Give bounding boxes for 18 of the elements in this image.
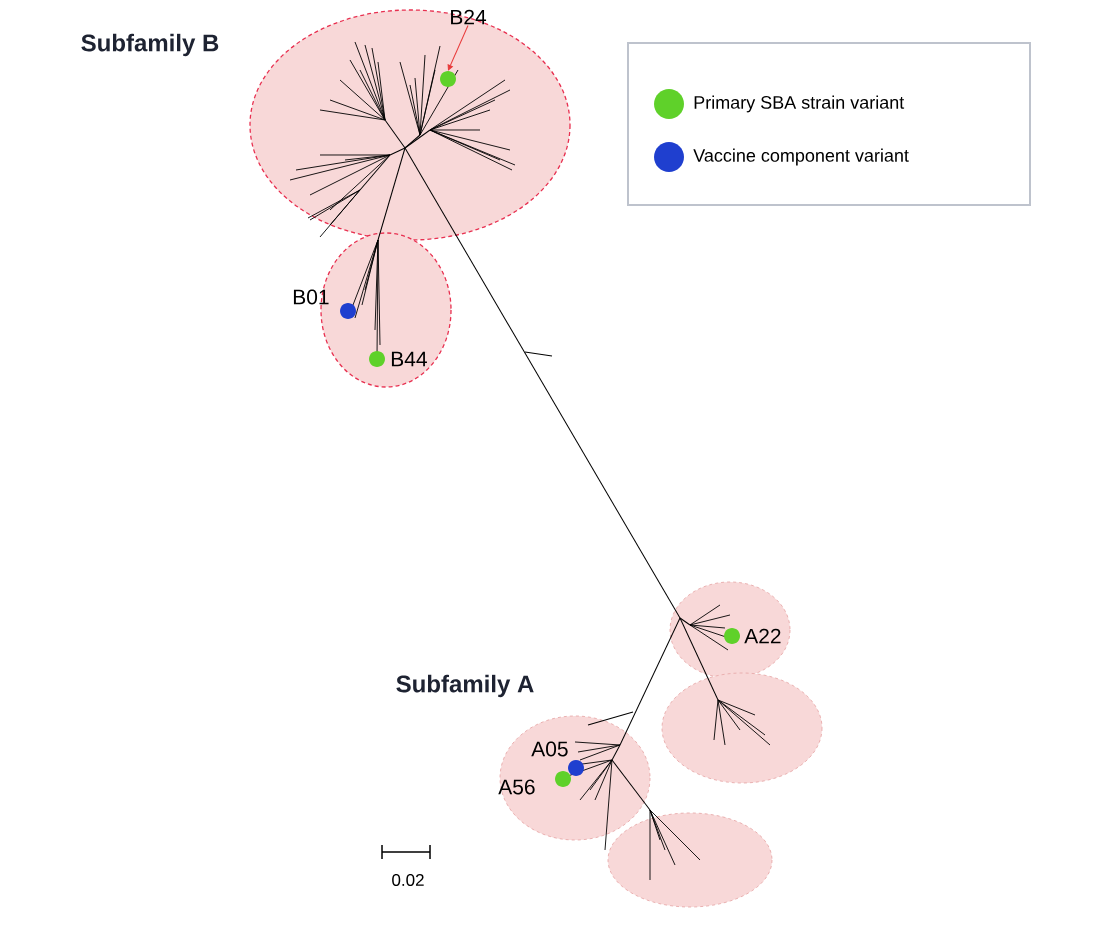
strain-label: A56: [498, 779, 535, 795]
strain-dot: [568, 760, 584, 776]
legend-label: Vaccine component variant: [693, 148, 909, 166]
subfamily-label: Subfamily A: [396, 674, 534, 698]
strain-dot: [555, 771, 571, 787]
strain-dot: [369, 351, 385, 367]
strain-dot: [340, 303, 356, 319]
subfamily-label: Subfamily B: [81, 33, 219, 57]
strain-label: B24: [451, 9, 487, 25]
strain-dot: [440, 71, 456, 87]
leader-arrow: [447, 25, 469, 71]
strain-label: B01: [293, 289, 329, 305]
strain-dot: [724, 628, 740, 644]
legend-label: Primary SBA strain variant: [694, 95, 905, 113]
scale-label: 0.02: [392, 874, 424, 886]
strain-label: B44: [391, 351, 427, 367]
strain-label: A05: [531, 741, 568, 757]
strain-label: A22: [744, 628, 781, 644]
